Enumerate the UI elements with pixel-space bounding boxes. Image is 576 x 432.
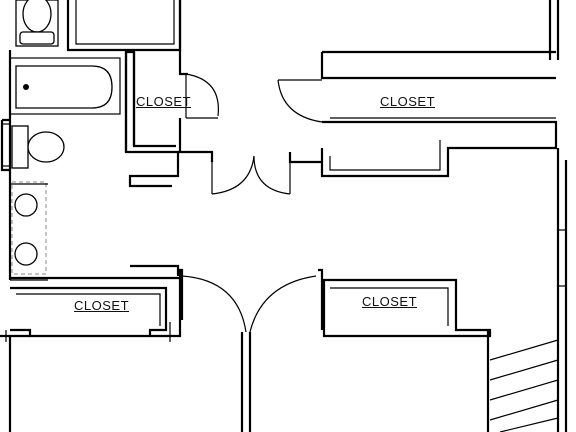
bath-walls (10, 50, 180, 280)
upper-cabinet (66, 0, 182, 52)
vanity (11, 181, 47, 275)
wall-top-right (548, 0, 560, 60)
wall-right (556, 148, 568, 432)
toilet-top (15, 0, 59, 47)
wall-left (0, 50, 12, 280)
toilet (11, 125, 65, 169)
closet-label-bottom-right: CLOSET (362, 294, 418, 309)
closet-top-right-walls (277, 50, 558, 178)
stairs (489, 339, 559, 432)
closet-bottom-right-walls (322, 278, 492, 432)
closet-small-walls (124, 0, 188, 152)
closet-label-small: CLOSET (136, 94, 192, 109)
bottom-doors (178, 268, 324, 432)
closet-label-bottom-left: CLOSET (74, 298, 130, 313)
bathtub (9, 57, 121, 115)
closet-bottom-left-walls (0, 270, 182, 432)
closet-label-top-right: CLOSET (380, 94, 436, 109)
